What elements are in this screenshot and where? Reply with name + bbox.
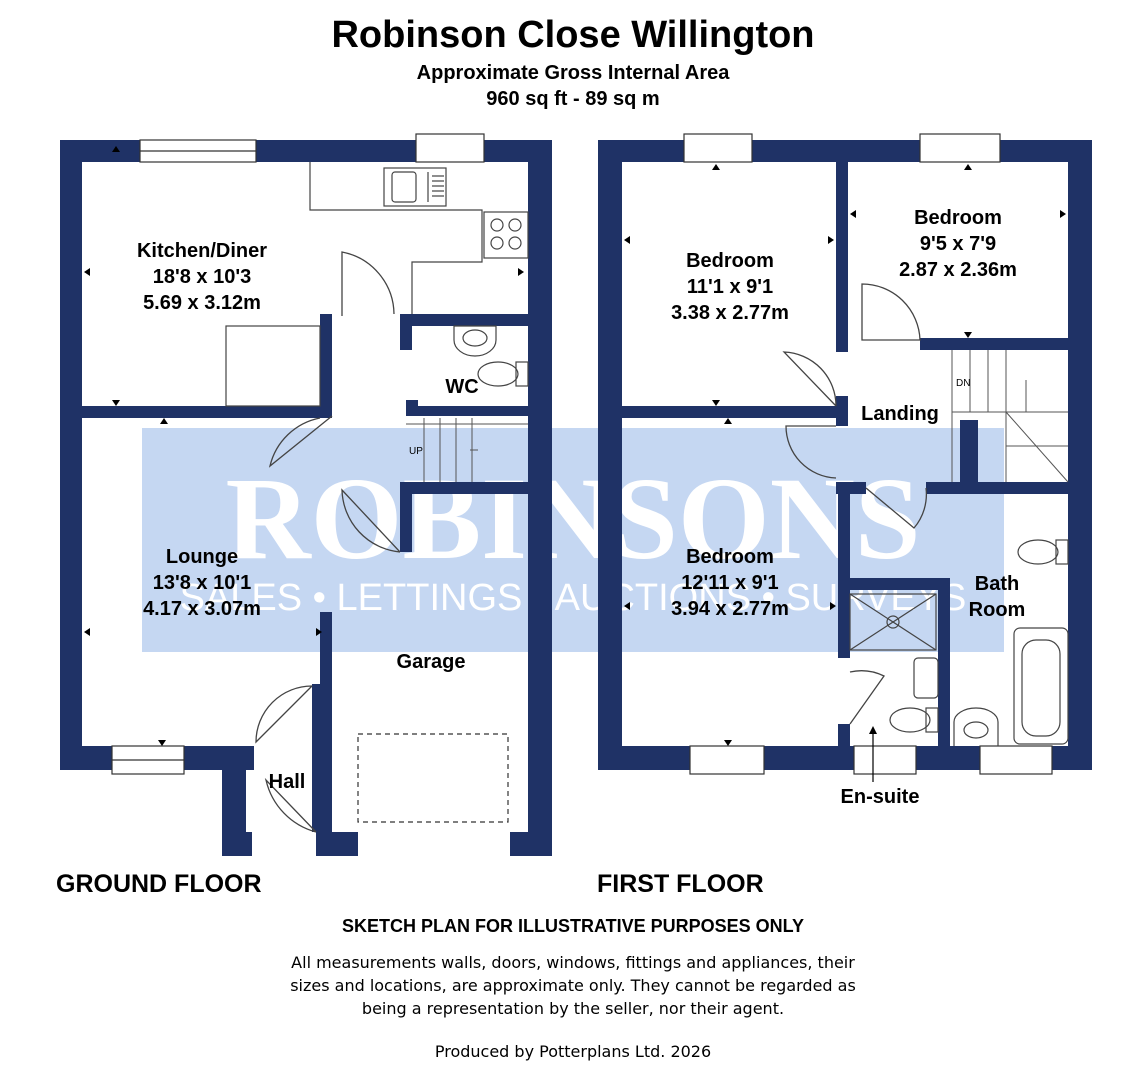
ensuite-window — [853, 745, 917, 775]
toilet-icon — [477, 361, 519, 387]
area-caption: Approximate Gross Internal Area — [416, 62, 730, 84]
credit-line: Produced by Potterplans Ltd. 2026 — [434, 1042, 712, 1061]
first-floor-plan: Bedroom 11'1 x 9'1 3.38 x 2.77m Bedroom … — [598, 133, 1092, 808]
bedroom3-name: Bedroom — [686, 546, 774, 568]
ground-stairs-label: UP — [409, 446, 423, 457]
first-dimension-arrows — [624, 164, 1066, 746]
bedroom3-metric: 3.94 x 2.77m — [671, 598, 789, 620]
disclaimer-title: SKETCH PLAN FOR ILLUSTRATIVE PURPOSES ON… — [341, 916, 805, 936]
ground-doors — [255, 251, 401, 833]
bedroom2-imperial: 9'5 x 7'9 — [920, 233, 996, 255]
first-floor-label: FIRST FLOOR — [597, 870, 764, 898]
page-title: Robinson Close Willington — [331, 14, 815, 56]
ensuite-toilet-icon — [889, 707, 931, 733]
kitchen-door — [341, 251, 395, 316]
ground-floor-label: GROUND FLOOR — [56, 870, 262, 898]
area-value: 960 sq ft - 89 sq m — [486, 88, 660, 110]
bath-toilet-icon — [1017, 539, 1059, 565]
lounge-door — [268, 415, 333, 468]
shower-icon — [849, 593, 937, 651]
watermark-tagline: SALES • LETTINGS • AUCTIONS • SURVEYS — [180, 577, 967, 619]
bedroom1-name: Bedroom — [686, 250, 774, 272]
bedroom3-window — [689, 745, 765, 775]
bedroom2-door — [861, 283, 921, 341]
ground-stairs — [406, 418, 528, 482]
first-doors — [782, 283, 928, 725]
garage-name: Garage — [397, 651, 466, 673]
hall-name: Hall — [269, 771, 306, 793]
bathroom-name-line1: Bath — [975, 573, 1019, 595]
bedroom2-window — [919, 133, 1001, 163]
bedroom2-name: Bedroom — [914, 207, 1002, 229]
bedroom3-imperial: 12'11 x 9'1 — [681, 572, 778, 594]
bedroom1-window — [683, 133, 753, 163]
watermark-brand: ROBINSONS — [225, 453, 920, 584]
kitchen-window — [415, 133, 485, 163]
watermark: ROBINSONS SALES • LETTINGS • AUCTIONS • … — [142, 428, 1004, 652]
garage-up-door — [357, 733, 509, 823]
hall-door — [255, 685, 313, 744]
hob-icon — [483, 211, 529, 259]
bath-tub-icon — [1013, 627, 1069, 745]
ensuite-basin-icon — [913, 657, 939, 699]
bedroom1-imperial: 11'1 x 9'1 — [687, 276, 773, 298]
first-windows — [683, 133, 1053, 775]
kitchen-metric: 5.69 x 3.12m — [143, 292, 261, 314]
sink-icon — [383, 167, 447, 207]
first-exterior-walls — [598, 140, 1092, 770]
ground-interior-walls — [82, 314, 528, 842]
watermark-band — [142, 428, 1004, 652]
kitchen-name: Kitchen/Diner — [137, 240, 267, 262]
lounge-name: Lounge — [166, 546, 238, 568]
wc-name: WC — [445, 376, 478, 398]
front-door — [264, 777, 317, 833]
landing-name: Landing — [861, 403, 939, 425]
ground-exterior-walls — [60, 140, 552, 856]
ground-windows — [111, 133, 485, 775]
lounge-metric: 4.17 x 3.07m — [143, 598, 261, 620]
bedroom3-door — [785, 425, 837, 479]
disclaimer-text: All measurements walls, doors, windows, … — [290, 953, 856, 1018]
bath-basin-icon — [953, 707, 999, 746]
first-stairs-label: DN — [956, 378, 970, 389]
first-interior-walls — [622, 162, 1068, 746]
lounge-imperial: 13'8 x 10'1 — [153, 572, 252, 594]
ground-dimension-arrows — [84, 146, 524, 746]
ensuite-fittings — [849, 593, 939, 733]
bedroom1-door — [782, 351, 837, 407]
bathroom-window — [979, 745, 1053, 775]
ensuite-name: En-suite — [841, 786, 920, 808]
bedroom1-metric: 3.38 x 2.77m — [671, 302, 789, 324]
kitchen-fittings — [225, 162, 529, 407]
first-stairs — [951, 350, 1069, 483]
ensuite-door — [849, 670, 885, 725]
wc-fittings — [453, 325, 529, 387]
bathroom-fittings — [953, 539, 1069, 746]
garage-door — [341, 488, 401, 553]
bathroom-name-line2: Room — [969, 599, 1026, 621]
bathroom-door — [865, 487, 928, 529]
ground-floor-plan: Kitchen/Diner 18'8 x 10'3 5.69 x 3.12m L… — [60, 133, 552, 856]
bedroom2-metric: 2.87 x 2.36m — [899, 259, 1017, 281]
floor-plan: ROBINSONS SALES • LETTINGS • AUCTIONS • … — [60, 133, 1092, 856]
basin-icon — [453, 325, 497, 357]
kitchen-imperial: 18'8 x 10'3 — [153, 266, 252, 288]
